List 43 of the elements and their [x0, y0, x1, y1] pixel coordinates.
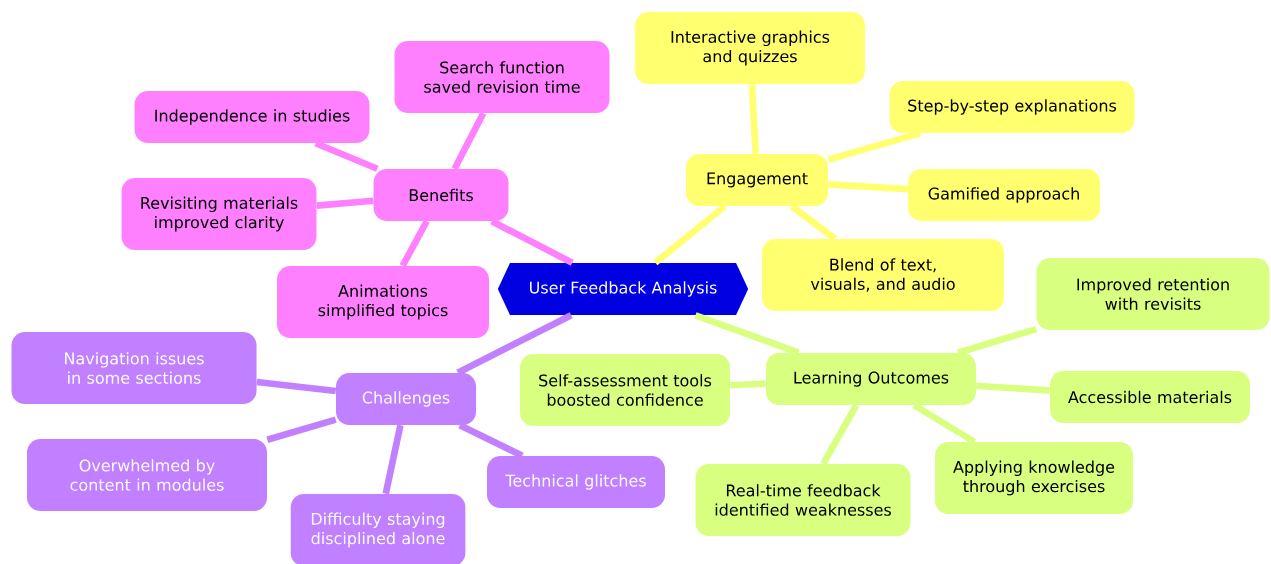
idea-box: Blend of text, visuals, and audio: [762, 239, 1004, 311]
branch-box: Benefits: [373, 169, 509, 221]
idea-box: Animations simplified topics: [277, 266, 489, 338]
connector-line: [456, 312, 573, 376]
branch-box: Challenges: [336, 373, 476, 425]
idea-box: Gamified approach: [908, 169, 1100, 221]
connector-line: [976, 382, 1050, 394]
branch-box: Learning Outcomes: [766, 353, 976, 405]
connector-line: [748, 84, 759, 154]
connector-line: [382, 424, 404, 495]
idea-box: Overwhelmed by content in modules: [27, 439, 267, 511]
connector-line: [399, 219, 430, 268]
connector-line: [912, 402, 977, 445]
branch-box: Engagement: [686, 154, 828, 206]
connector-line: [827, 130, 922, 163]
connector-line: [316, 197, 374, 209]
connector-line: [256, 378, 337, 395]
idea-box: Improved retention with revisits: [1036, 258, 1270, 330]
idea-box: Independence in studies: [134, 91, 370, 143]
idea-box: Difficulty staying disciplined alone: [290, 494, 466, 564]
connector-line: [653, 203, 727, 266]
connector-line: [458, 422, 524, 459]
connector-line: [820, 403, 860, 466]
idea-box: Interactive graphics and quizzes: [635, 12, 865, 84]
idea-box: Search function saved revision time: [394, 41, 610, 113]
idea-box: Applying knowledge through exercises: [935, 442, 1133, 514]
connector-line: [490, 218, 574, 266]
idea-box: Accessible materials: [1050, 371, 1250, 423]
idea-box: Self-assessment tools boosted confidence: [520, 354, 730, 426]
topic-hexagon: User Feedback Analysis: [497, 263, 749, 315]
connector-line: [828, 181, 908, 193]
connector-line: [451, 111, 487, 171]
connector-line: [789, 203, 837, 242]
connector-line: [730, 380, 766, 389]
idea-box: Navigation issues in some sections: [11, 332, 257, 404]
connector-line: [694, 312, 800, 356]
connector-line: [266, 416, 337, 443]
connector-line: [314, 140, 379, 172]
idea-box: Technical glitches: [487, 456, 665, 508]
idea-box: Real-time feedback identified weaknesses: [695, 464, 911, 536]
idea-box: Revisiting materials improved clarity: [121, 178, 317, 250]
idea-box: Step-by-step explanations: [889, 81, 1135, 133]
connector-line: [957, 325, 1038, 356]
